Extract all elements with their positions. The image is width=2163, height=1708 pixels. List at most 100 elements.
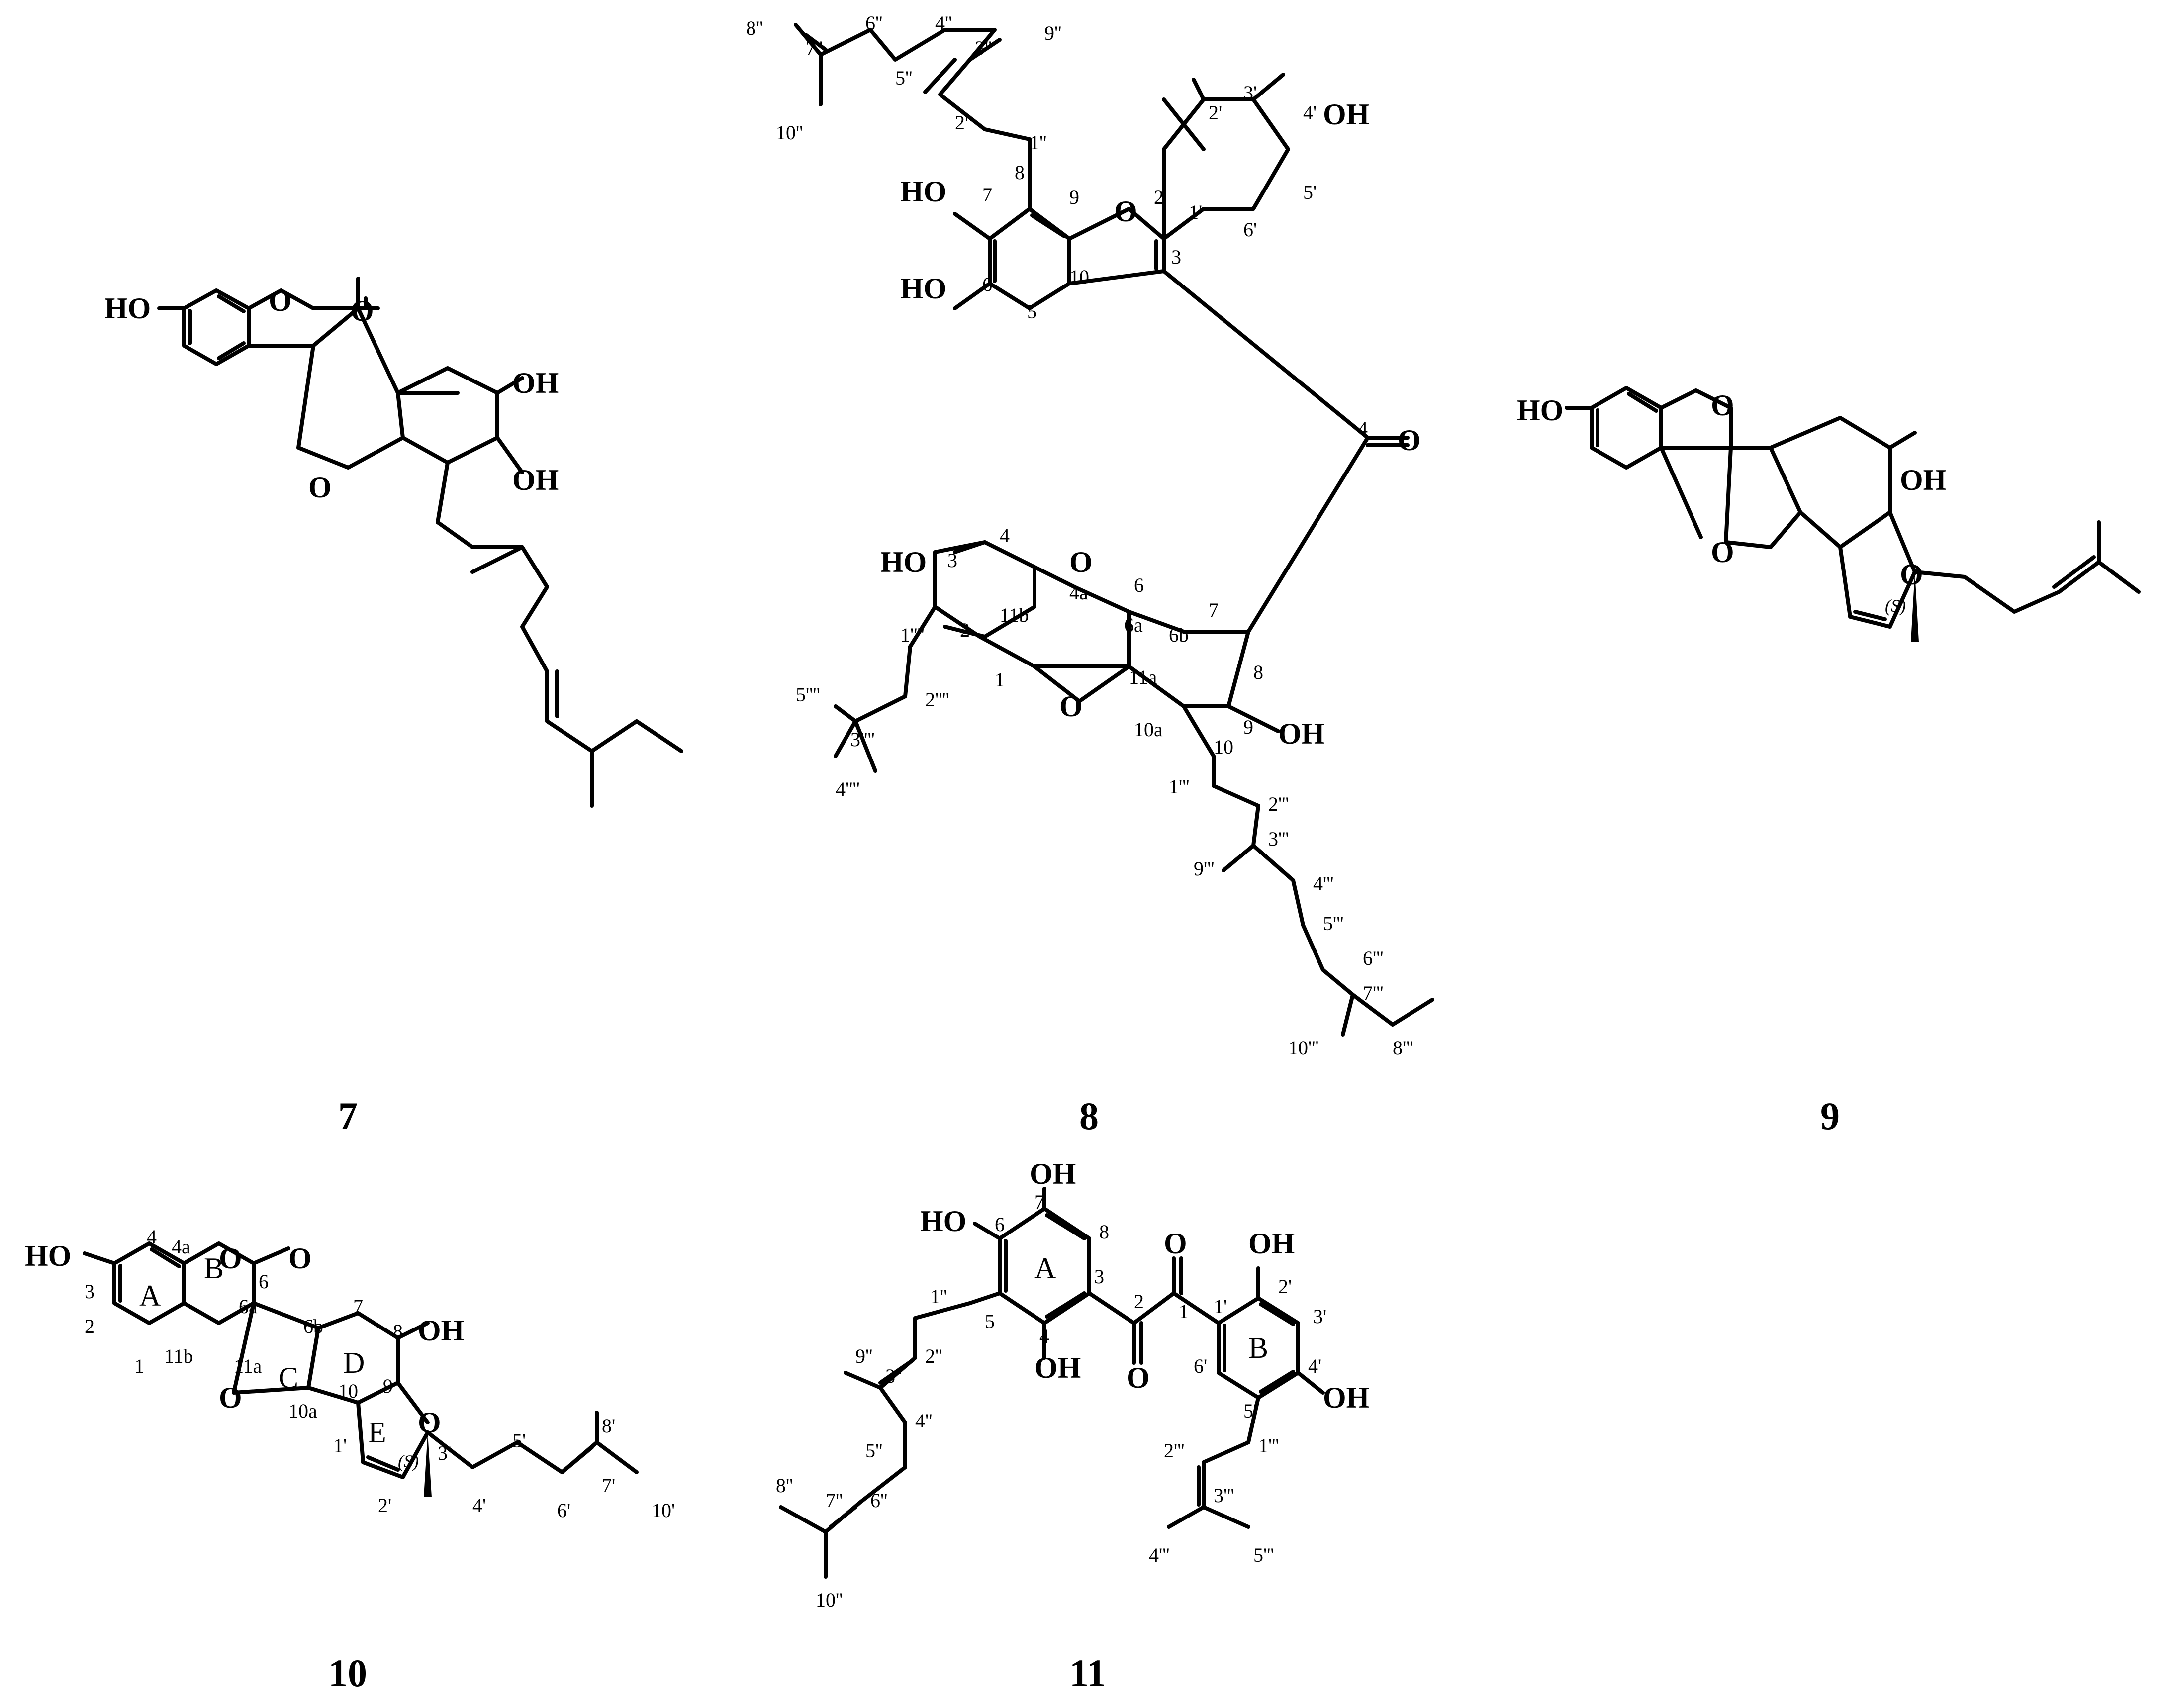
locant: 4'	[472, 1494, 486, 1517]
c8-ho1: HO	[900, 175, 946, 208]
locant: 3	[947, 549, 957, 571]
locant: 2	[1154, 186, 1164, 208]
locant: 3''	[975, 37, 992, 59]
compound-7-number: 7	[338, 1094, 358, 1138]
locant: 11a	[1129, 666, 1157, 688]
compound-10: HO O O OH O O (S) A B C D E 4 4a 6 3 2 1…	[25, 1226, 675, 1695]
locant: 7''	[826, 1489, 843, 1512]
locant: 6	[982, 273, 992, 295]
locant: 7'	[602, 1474, 615, 1497]
c10-ring-c: C	[279, 1361, 298, 1394]
c11-oh-b1: OH	[1248, 1227, 1295, 1260]
locant: 4'	[1303, 101, 1317, 124]
locant: 9''	[855, 1345, 872, 1367]
compound-9: HO O OH O O (S) 9	[1517, 386, 2141, 1138]
c8-oh2: OH	[1278, 717, 1324, 750]
locant: 8	[1253, 661, 1263, 683]
locant: 3'	[438, 1442, 451, 1464]
locant: 5'	[1303, 181, 1317, 203]
locant: 1''	[930, 1285, 947, 1308]
c11-o1: O	[1164, 1227, 1187, 1260]
locant: 6	[259, 1270, 269, 1293]
locant: 8	[393, 1320, 403, 1342]
locant: 5''	[895, 67, 912, 89]
locant: 11b	[164, 1345, 193, 1367]
c9-oh: OH	[1900, 464, 1946, 496]
locant: 1	[995, 668, 1005, 691]
locant: 2'''	[1164, 1439, 1185, 1462]
locant: 2	[1134, 1290, 1144, 1313]
compound-7: HO O O OH OH O 7	[104, 277, 683, 1138]
locant: 7	[1034, 1191, 1044, 1213]
locant: 1'	[333, 1434, 347, 1457]
locant: 2''	[925, 1345, 942, 1367]
locant: 4a	[1069, 581, 1088, 604]
locant: 1	[1179, 1300, 1189, 1323]
locant: 5'''	[1253, 1544, 1274, 1566]
locant: 10	[1069, 266, 1089, 288]
locant: 10a	[288, 1400, 317, 1422]
locant: 2	[960, 619, 970, 641]
locant: 5	[985, 1310, 995, 1332]
locant: 4''''	[836, 778, 860, 800]
locant: 7'''	[1363, 982, 1384, 1004]
c10-o-furan: O	[219, 1381, 242, 1414]
locant: 8'	[602, 1415, 615, 1437]
c9-ho: HO	[1517, 394, 1563, 427]
c10-locants: 4 4a 6 3 2 1 11b 6a 11a 6b 7 8 9 10 10a …	[85, 1226, 675, 1521]
c7-oh1: OH	[512, 367, 559, 399]
c10-ring-e: E	[368, 1416, 386, 1449]
locant: 2'	[378, 1494, 391, 1517]
locant: 4'	[1308, 1355, 1321, 1377]
c8-o-furan: O	[1114, 195, 1137, 228]
c7-o-ring: O	[269, 285, 292, 317]
locant: 9'''	[1194, 857, 1215, 880]
compound-10-number: 10	[328, 1651, 367, 1695]
locant: 5	[1027, 300, 1037, 323]
locant: 6b	[303, 1315, 323, 1337]
locant: 4	[147, 1226, 157, 1248]
locant: 8''	[746, 17, 763, 39]
locant: 5'''	[1323, 912, 1344, 935]
c7-o-carbonyl: O	[351, 294, 374, 327]
locant: 5'	[1243, 1400, 1257, 1422]
locant: 2	[85, 1315, 94, 1337]
locant: 1'	[1214, 1295, 1227, 1318]
locant: 1'''	[1169, 775, 1190, 798]
locant: 6a	[1124, 614, 1143, 636]
locant: 7	[982, 184, 992, 206]
c11-o2: O	[1127, 1361, 1150, 1394]
locant: 6'	[1194, 1355, 1207, 1377]
locant: 10''	[776, 121, 803, 144]
c10-o-carbonyl: O	[288, 1242, 312, 1275]
locant: 10'''	[1288, 1037, 1319, 1059]
c11-oh-top: OH	[1030, 1157, 1076, 1190]
locant: 3'''	[1268, 828, 1289, 850]
locant: 1'''	[1258, 1434, 1279, 1457]
locant: 6b	[1169, 624, 1189, 646]
locant: 1''''	[900, 624, 925, 646]
c10-o-chromene: O	[418, 1406, 441, 1439]
c11-oh-b2: OH	[1323, 1381, 1369, 1414]
c10-ring-d: D	[343, 1346, 365, 1379]
locant: 5''''	[796, 683, 820, 706]
c10-ho: HO	[25, 1239, 71, 1272]
locant: 6	[995, 1213, 1005, 1235]
locant: 3	[1171, 246, 1181, 268]
locant: 6a	[239, 1295, 258, 1318]
c9-o-pyran: O	[1711, 389, 1734, 422]
locant: 2'	[1278, 1275, 1292, 1298]
compound-11-number: 11	[1069, 1651, 1106, 1695]
locant: 4'''	[1313, 872, 1334, 895]
locant: 4'''	[1149, 1544, 1170, 1566]
locant: 3	[1094, 1265, 1104, 1288]
locant: 2''	[955, 111, 972, 134]
locant: 8	[1015, 161, 1025, 184]
c11-ring-a: A	[1034, 1252, 1056, 1285]
locant: 3	[85, 1280, 94, 1303]
c10-o-ring: O	[219, 1242, 242, 1275]
locant: 6'''	[1363, 947, 1384, 969]
locant: 7	[1209, 599, 1219, 621]
c9-stereo: (S)	[1885, 596, 1906, 616]
locant: 3'	[1243, 82, 1257, 104]
